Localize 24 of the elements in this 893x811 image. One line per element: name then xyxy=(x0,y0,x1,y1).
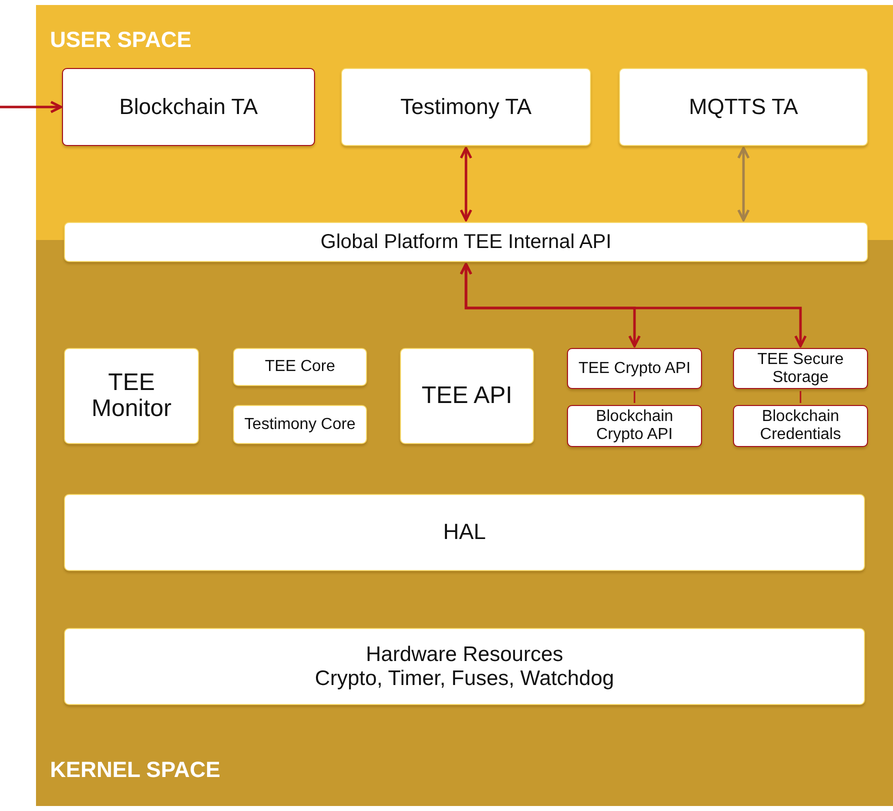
section-label: USER SPACE xyxy=(50,27,192,53)
component-box: Blockchain Credentials xyxy=(733,405,868,447)
box-title: Hardware Resources xyxy=(366,643,564,666)
component-box: Testimony TA xyxy=(341,68,591,146)
component-box: TEE Crypto API xyxy=(567,348,702,389)
arrow xyxy=(460,146,472,222)
arrow xyxy=(0,100,62,114)
arrow xyxy=(737,146,750,222)
component-box: TEE Core xyxy=(233,348,367,386)
component-box: TEE API xyxy=(400,348,534,444)
connector-line xyxy=(634,391,636,403)
component-box xyxy=(64,628,865,705)
component-box: HAL xyxy=(64,494,865,571)
box-description: Crypto, Timer, Fuses, Watchdog xyxy=(314,666,614,690)
component-box: Global Platform TEE Internal API xyxy=(64,222,868,262)
arrow xyxy=(460,262,807,348)
component-box: Blockchain Crypto API xyxy=(567,405,702,447)
component-box: TEE Secure Storage xyxy=(733,348,868,389)
connector-line xyxy=(800,391,802,403)
component-box: TEE Monitor xyxy=(64,348,199,444)
component-box: MQTTS TA xyxy=(619,68,868,146)
section-label: KERNEL SPACE xyxy=(50,757,220,783)
component-box: Blockchain TA xyxy=(62,68,315,146)
component-box: Testimony Core xyxy=(233,405,367,444)
